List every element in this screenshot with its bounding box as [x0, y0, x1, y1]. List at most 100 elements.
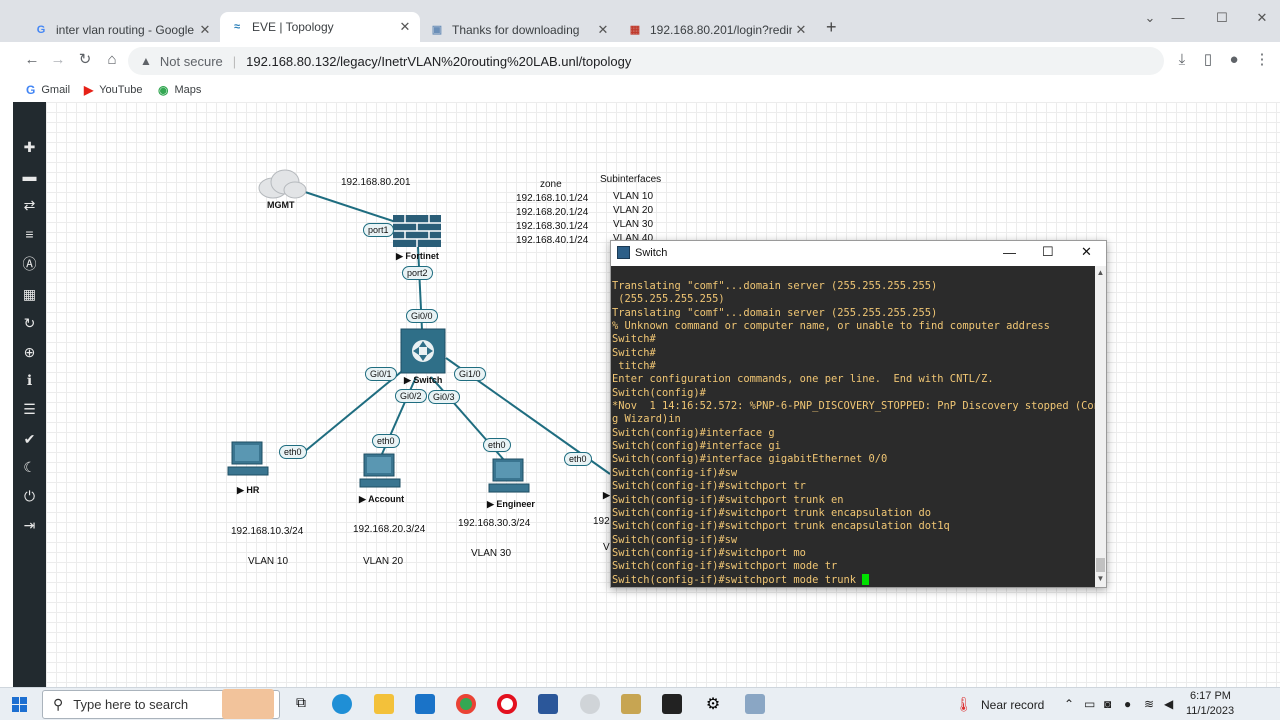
- terminal-line: Switch#: [612, 346, 656, 359]
- terminal-line: Switch(config-if)#switchport trunk en: [612, 493, 844, 506]
- side-panel-icon[interactable]: ▯: [1203, 51, 1213, 68]
- tab-label: 192.168.80.201/login?redir=%2F: [650, 22, 792, 37]
- search-highlight-icon[interactable]: [222, 689, 274, 719]
- networks-icon[interactable]: ⇄: [23, 197, 36, 213]
- nodes-icon[interactable]: ▬: [22, 168, 37, 184]
- file-explorer-icon[interactable]: [374, 694, 394, 714]
- bookmark-label: Maps: [174, 84, 202, 96]
- terminal-output[interactable]: Translating "comf"...domain server (255.…: [611, 266, 1095, 587]
- subif-vlan-4: VLAN 40: [613, 233, 654, 244]
- clock-time[interactable]: 6:17 PM: [1190, 690, 1231, 702]
- forward-icon[interactable]: →: [50, 51, 66, 68]
- check-icon[interactable]: ✔: [23, 431, 36, 447]
- maximize-icon[interactable]: ☐: [1216, 10, 1228, 25]
- add-icon[interactable]: ✚: [23, 139, 36, 155]
- app-icon[interactable]: [621, 694, 641, 714]
- task-view-icon[interactable]: ⧉: [296, 694, 306, 710]
- bookmark-maps[interactable]: ◉ Maps: [158, 83, 201, 97]
- reload-icon[interactable]: ↻: [78, 51, 92, 68]
- new-tab-button[interactable]: +: [826, 17, 837, 37]
- mail-icon[interactable]: [415, 694, 435, 714]
- moon-icon[interactable]: ☾: [23, 459, 36, 475]
- bookmark-youtube[interactable]: ▶ YouTube: [84, 83, 142, 97]
- opera-icon[interactable]: [497, 694, 517, 714]
- tab-thanks-downloading[interactable]: ▣ Thanks for downloading ✕: [420, 17, 618, 42]
- chevron-up-icon[interactable]: ⌃: [1064, 697, 1075, 711]
- minimize-icon[interactable]: —: [1171, 10, 1185, 25]
- terminal-prompt-line: Switch(config-if)#switchport mode trunk: [612, 574, 1095, 587]
- close-icon[interactable]: ✕: [1081, 244, 1092, 259]
- zone-ip-1: 192.168.10.1/24: [516, 193, 589, 204]
- grid-icon[interactable]: ▦: [22, 286, 37, 302]
- close-tab-icon[interactable]: ✕: [399, 19, 411, 34]
- battery-icon[interactable]: ▭: [1084, 697, 1096, 711]
- volume-icon[interactable]: ◀: [1164, 697, 1174, 711]
- logout-icon[interactable]: ⇥: [23, 517, 36, 533]
- more-menu-icon[interactable]: ⋮: [1254, 51, 1270, 68]
- weather-label[interactable]: Near record: [981, 698, 1045, 712]
- port-label-fourth-eth0: eth0: [564, 452, 592, 466]
- list-icon[interactable]: ☰: [23, 401, 36, 417]
- close-tab-icon[interactable]: ✕: [597, 21, 609, 37]
- zone-ip-3: 192.168.30.1/24: [516, 221, 589, 232]
- maximize-icon[interactable]: ☐: [1042, 244, 1054, 259]
- warning-icon: ▲: [140, 54, 152, 68]
- refresh-icon[interactable]: ↻: [23, 315, 36, 331]
- switch-icon[interactable]: [400, 328, 446, 374]
- account-vlan-label: VLAN 20: [363, 556, 404, 567]
- scroll-thumb[interactable]: [1096, 558, 1105, 572]
- terminal-window[interactable]: Switch — ☐ ✕ Translating "comf"...domain…: [610, 240, 1107, 588]
- wifi-icon[interactable]: ≋: [1144, 697, 1155, 711]
- fourth-vlan-label: V: [603, 542, 610, 553]
- tab-fortinet-login[interactable]: ▦ 192.168.80.201/login?redir=%2F ✕: [618, 17, 816, 42]
- close-window-icon[interactable]: ✕: [1256, 10, 1268, 25]
- app-icon[interactable]: [580, 694, 600, 714]
- scroll-down-icon[interactable]: ▼: [1096, 574, 1105, 583]
- close-tab-icon[interactable]: ✕: [795, 21, 807, 37]
- cloud-icon[interactable]: [255, 166, 309, 200]
- text-icon[interactable]: Ⓐ: [22, 256, 37, 272]
- zoom-icon[interactable]: ⊕: [23, 344, 36, 360]
- minimize-icon[interactable]: —: [1003, 245, 1016, 260]
- chevron-down-icon[interactable]: ⌄: [1144, 10, 1156, 25]
- pc-icon[interactable]: [487, 457, 533, 495]
- startup-config-icon[interactable]: ≡: [25, 226, 34, 242]
- terminal-line: Switch(config-if)#sw: [612, 466, 738, 479]
- edge-icon[interactable]: [332, 694, 352, 714]
- terminal-line: Switch(config)#interface g: [612, 426, 775, 439]
- tab-google-search[interactable]: G inter vlan routing - Google Sear ✕: [24, 17, 220, 42]
- address-bar[interactable]: ▲ Not secure | 192.168.80.132/legacy/Ine…: [128, 47, 1164, 75]
- info-icon[interactable]: ℹ: [26, 372, 33, 388]
- chrome-icon[interactable]: [456, 694, 476, 714]
- word-icon[interactable]: [538, 694, 558, 714]
- maps-icon: ◉: [158, 83, 169, 97]
- terminal-line: Switch(config-if)#switchport trunk encap…: [612, 506, 932, 519]
- firewall-icon[interactable]: [392, 213, 442, 249]
- camera-icon[interactable]: ◙: [1104, 697, 1112, 711]
- terminal-scrollbar[interactable]: ▲ ▼: [1095, 266, 1106, 587]
- terminal-line: Switch(config-if)#switchport trunk encap…: [612, 520, 950, 533]
- profile-icon[interactable]: ●: [1229, 51, 1239, 68]
- download-icon[interactable]: ⤓: [1178, 51, 1186, 68]
- pc-icon[interactable]: [226, 440, 272, 478]
- scroll-up-icon[interactable]: ▲: [1096, 268, 1105, 277]
- terminal-line: Switch(config)#interface gigabitEthernet…: [612, 453, 888, 466]
- bookmark-gmail[interactable]: G Gmail: [26, 83, 70, 97]
- putty-icon[interactable]: [745, 694, 765, 714]
- close-tab-icon[interactable]: ✕: [199, 21, 211, 37]
- power-icon[interactable]: ⏻: [23, 488, 36, 504]
- settings-gear-icon[interactable]: ⚙: [705, 696, 721, 713]
- microphone-icon[interactable]: ●: [1124, 697, 1132, 711]
- home-icon[interactable]: ⌂: [107, 51, 117, 68]
- node-label-account: ▶ Account: [359, 494, 405, 504]
- pc-icon[interactable]: [358, 452, 404, 490]
- tab-eve-topology[interactable]: ≈ EVE | Topology ✕: [220, 12, 420, 42]
- google-icon: G: [36, 23, 46, 36]
- search-placeholder: Type here to search: [73, 697, 189, 712]
- terminal-app-icon[interactable]: [662, 694, 682, 714]
- clock-date[interactable]: 11/1/2023: [1186, 705, 1235, 717]
- terminal-titlebar[interactable]: Switch — ☐ ✕: [611, 241, 1106, 266]
- windows-start-icon[interactable]: [12, 697, 28, 713]
- back-icon[interactable]: ←: [24, 51, 40, 68]
- link-switch-hr: [303, 371, 402, 453]
